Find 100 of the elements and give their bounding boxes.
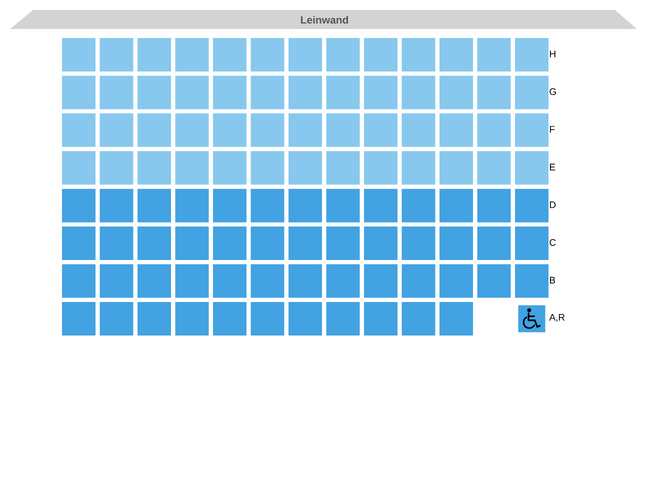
seat [100, 302, 134, 336]
seat [138, 302, 171, 336]
seat [402, 113, 436, 147]
seat [364, 302, 398, 336]
seat [364, 113, 398, 147]
seat [477, 38, 511, 72]
seat [62, 38, 96, 72]
seat [175, 76, 209, 110]
seat [440, 113, 473, 147]
seat [477, 113, 511, 147]
seat [440, 226, 473, 260]
seat [175, 113, 209, 147]
row-label: E [550, 164, 556, 170]
seat [477, 76, 511, 110]
seat [138, 188, 171, 222]
seat [175, 38, 209, 72]
seat [440, 38, 473, 72]
seat [250, 188, 284, 222]
seat [440, 264, 473, 298]
seat [250, 113, 284, 147]
seat [288, 302, 322, 336]
seat [515, 113, 548, 147]
seat [440, 188, 473, 222]
seat [364, 38, 398, 72]
seat [515, 188, 548, 222]
seat [138, 113, 171, 147]
seat [364, 226, 398, 260]
row-label: B [550, 276, 556, 284]
seat [364, 151, 398, 185]
seat [100, 188, 134, 222]
seat [326, 38, 360, 72]
seat [288, 264, 322, 298]
seat [440, 302, 473, 336]
seat [62, 264, 96, 298]
seat [326, 113, 360, 147]
seat [326, 226, 360, 260]
seat [250, 38, 284, 72]
seat [213, 76, 246, 110]
seat [326, 151, 360, 185]
seat [62, 302, 96, 336]
seat [175, 302, 209, 336]
seat [515, 76, 548, 110]
seat [213, 226, 246, 260]
seat [250, 302, 284, 336]
seat [100, 264, 134, 298]
seat [402, 38, 436, 72]
seat [477, 226, 511, 260]
seat [62, 226, 96, 260]
seat [440, 151, 473, 185]
seat [250, 226, 284, 260]
seat [62, 113, 96, 147]
seat [62, 188, 96, 222]
seat [288, 151, 322, 185]
seat [100, 38, 134, 72]
seat [402, 264, 436, 298]
seat [100, 113, 134, 147]
seat [288, 113, 322, 147]
seat [288, 188, 322, 222]
seat [250, 76, 284, 110]
seat [402, 151, 436, 185]
seat [62, 151, 96, 185]
seat [100, 151, 134, 185]
seat [62, 76, 96, 110]
seat [175, 226, 209, 260]
row-label: G [550, 88, 556, 96]
seat [515, 151, 548, 185]
seat [364, 264, 398, 298]
seat [138, 226, 171, 260]
seat [213, 38, 246, 72]
seat [326, 302, 360, 336]
seat [138, 151, 171, 185]
seat [138, 264, 171, 298]
seat [364, 188, 398, 222]
wheelchair-icon [518, 305, 546, 332]
seat [515, 264, 548, 298]
seat [477, 151, 511, 185]
seat [515, 38, 548, 72]
seat [440, 76, 473, 110]
seat [364, 76, 398, 110]
row-label: H [550, 50, 556, 58]
row-label: D [550, 202, 556, 208]
seat [326, 264, 360, 298]
seat [213, 264, 246, 298]
seat [175, 188, 209, 222]
seat [175, 264, 209, 298]
seat [138, 76, 171, 110]
seat [288, 38, 322, 72]
seat [326, 188, 360, 222]
seat [250, 151, 284, 185]
seat [288, 226, 322, 260]
seat [100, 76, 134, 110]
seat [326, 76, 360, 110]
seat [402, 302, 436, 336]
seat [250, 264, 284, 298]
seat [213, 151, 246, 185]
row-label: C [550, 239, 556, 246]
row-label: F [550, 126, 555, 133]
seat [515, 226, 548, 260]
seat [213, 188, 246, 222]
seat [402, 76, 436, 110]
